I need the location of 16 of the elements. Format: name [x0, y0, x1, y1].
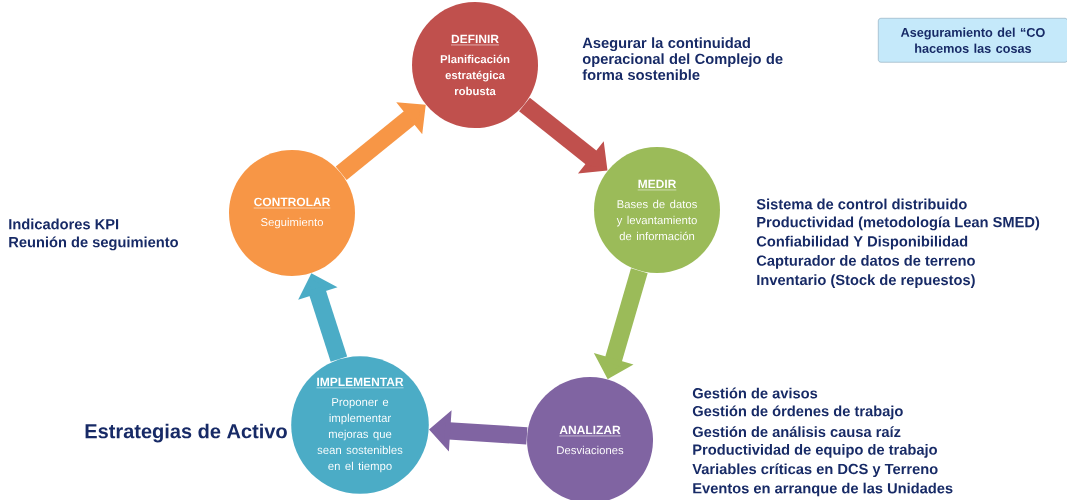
note-text: Confiabilidad Y Disponibilidad — [756, 235, 968, 250]
note-text: Productividad (metodología Lean SMED) — [757, 216, 1040, 231]
note-text: Indicadores KPI — [9, 218, 119, 230]
note-text: Reunión de seguimiento — [9, 236, 178, 251]
note-text: Gestión de avisos — [692, 387, 818, 399]
note-text: Gestión de órdenes de trabajo — [692, 405, 903, 420]
note-text: Inventario (Stock de repuestos) — [757, 274, 975, 289]
banner-box: Aseguramiento del “CO hacemos las cosas — [878, 18, 1067, 63]
note-text: Productividad de equipo de trabajo — [693, 444, 937, 458]
note-text: Gestión de análisis causa raíz — [692, 426, 901, 438]
note-text: Eventos en arranque de las Unidades — [693, 482, 953, 497]
note-text: Capturador de datos de terreno — [756, 255, 975, 269]
arrow — [335, 102, 426, 180]
note-text: Asegurar la continuidad operacional del Complejo de forma sostenible — [582, 37, 783, 81]
note-text: Variables críticas en DCS y Terreno — [692, 463, 938, 478]
note-text: Sistema de control distribuido — [756, 198, 967, 210]
